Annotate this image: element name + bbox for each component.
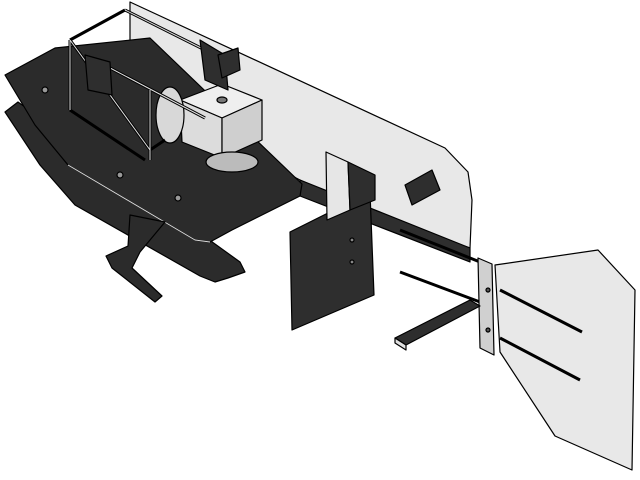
mounting-strip bbox=[477, 257, 495, 356]
top-plate bbox=[4, 37, 303, 243]
support-column-side bbox=[347, 161, 376, 211]
motor-body-side bbox=[221, 99, 263, 159]
motor-base-gear bbox=[205, 151, 259, 173]
support-column-face bbox=[325, 151, 351, 221]
screw bbox=[116, 171, 124, 179]
motor-flange bbox=[155, 86, 185, 144]
top-plate-edge bbox=[67, 164, 211, 243]
handle-lever bbox=[105, 214, 166, 303]
right-fin bbox=[494, 249, 636, 471]
fin-slot bbox=[499, 288, 583, 334]
bolt-hole bbox=[349, 237, 355, 243]
panel-slot bbox=[399, 270, 481, 304]
panel-slot bbox=[399, 228, 481, 264]
screw bbox=[174, 194, 182, 202]
bolt-hole bbox=[349, 259, 355, 265]
frame-side-plate bbox=[84, 54, 113, 96]
bracket-arm-edge bbox=[394, 337, 407, 351]
fin-slot bbox=[499, 336, 581, 382]
panel-clip bbox=[217, 47, 241, 79]
screw bbox=[41, 86, 49, 94]
panel-clip bbox=[404, 169, 441, 206]
frame-side-plate bbox=[199, 39, 229, 91]
screw bbox=[485, 327, 491, 333]
motor-shaft bbox=[216, 96, 228, 104]
bracket-arm bbox=[394, 299, 481, 346]
screw bbox=[485, 287, 491, 293]
